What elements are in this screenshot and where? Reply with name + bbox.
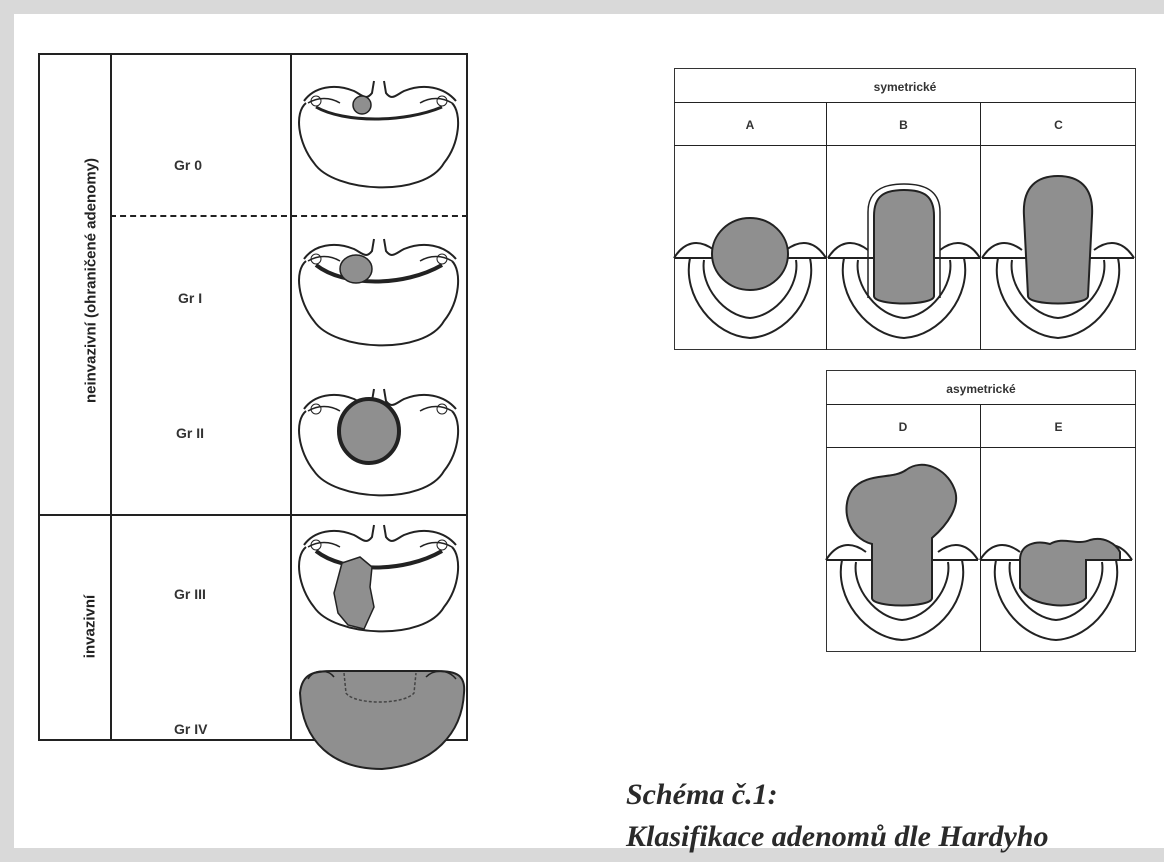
sella-gr2 (299, 389, 458, 495)
column-label: A (674, 118, 826, 132)
column-label: D (826, 420, 980, 434)
asymmetric-header: asymetrické (826, 382, 1136, 396)
column-label: C (981, 118, 1136, 132)
grade-label: Gr II (176, 425, 204, 441)
sella-gr0 (299, 81, 458, 187)
column-label: E (981, 420, 1136, 434)
shape-e (980, 539, 1132, 640)
grade-label: Gr I (178, 290, 202, 306)
grade-illustrations (290, 53, 470, 741)
shape-d (826, 465, 978, 640)
symmetric-header: symetrické (674, 80, 1136, 94)
shape-a (674, 218, 826, 338)
group-label-invasive: invazivní (82, 552, 99, 702)
symmetric-illustrations (674, 146, 1136, 350)
shape-c (982, 176, 1134, 338)
grade-label: Gr IV (174, 721, 207, 737)
panel-divider (674, 102, 1136, 103)
asymmetric-illustrations (826, 448, 1136, 652)
panel-divider (826, 404, 1136, 405)
sella-gr3 (299, 525, 458, 631)
grade-label: Gr III (174, 586, 206, 602)
caption-line-1: Schéma č.1: (626, 774, 1049, 816)
figure-caption: Schéma č.1: Klasifikace adenomů dle Hard… (626, 774, 1049, 858)
table-divider (110, 53, 112, 741)
group-label-noninvasive: neinvazivní (ohraničené adenomy) (83, 131, 100, 431)
sella-gr1 (299, 239, 458, 345)
shape-b (828, 184, 980, 338)
caption-line-2: Klasifikace adenomů dle Hardyho (626, 816, 1049, 858)
grade-label: Gr 0 (174, 157, 202, 173)
column-label: B (827, 118, 980, 132)
